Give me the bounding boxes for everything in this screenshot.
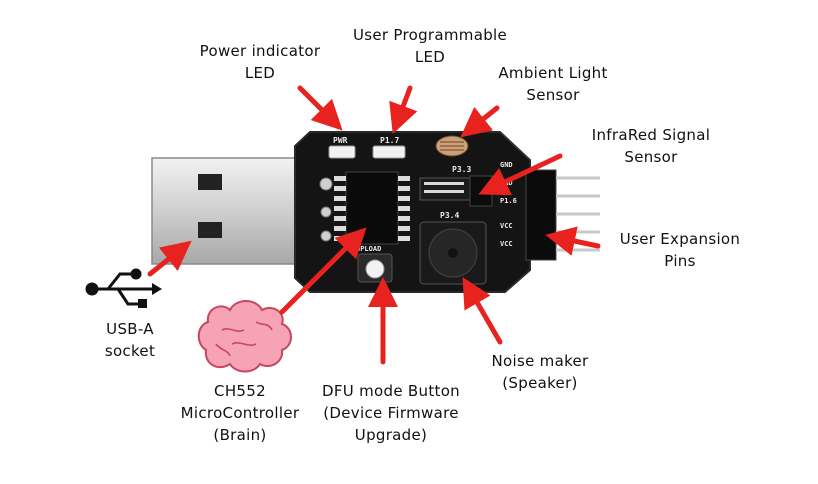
- label-light-sensor: Ambient Light Sensor: [478, 62, 628, 106]
- arrow-speaker: [470, 290, 500, 342]
- arrow-expansion: [560, 238, 598, 246]
- arrow-power-led: [300, 88, 332, 120]
- silk-p33: P3.3: [452, 165, 471, 174]
- ambient-light-sensor: [436, 136, 468, 156]
- label-power-led: Power indicator LED: [175, 40, 345, 84]
- silk-p17: P1.7: [380, 136, 399, 145]
- label-dfu-button: DFU mode Button (Device Firmware Upgrade…: [306, 380, 476, 446]
- silk-p34: P3.4: [440, 211, 459, 220]
- silk-vcc2: VCC: [500, 240, 513, 248]
- brain-icon: [199, 301, 291, 372]
- silk-upload: UPLOAD: [356, 245, 381, 253]
- label-speaker: Noise maker (Speaker): [470, 350, 610, 394]
- label-expansion-pins: User Expansion Pins: [600, 228, 760, 272]
- label-mcu: CH552 MicroController (Brain): [170, 380, 310, 446]
- label-ir-sensor: InfraRed Signal Sensor: [572, 124, 730, 168]
- silk-gnd1: GND: [500, 161, 513, 169]
- arrow-light-sensor: [472, 108, 497, 128]
- usb-a-plug: [152, 158, 318, 264]
- silk-vcc1: VCC: [500, 222, 513, 230]
- silk-pwr: PWR: [333, 136, 348, 145]
- label-usb-socket: USB-A socket: [80, 318, 180, 362]
- silk-p16: P1.6: [500, 197, 517, 205]
- speaker: P3.4: [420, 211, 486, 284]
- arrow-user-led: [398, 88, 410, 120]
